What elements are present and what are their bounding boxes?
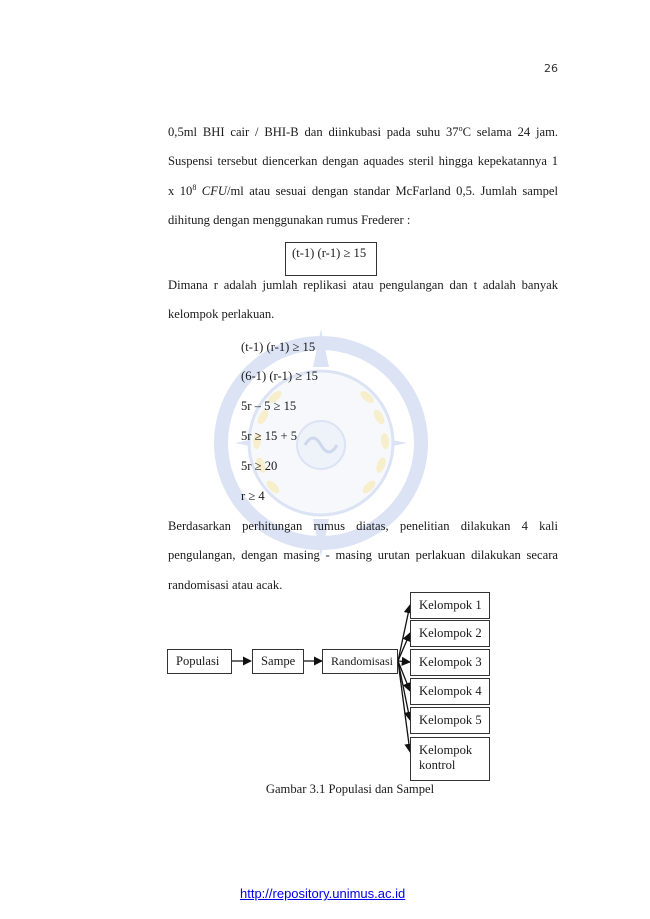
paragraph-line: Berdasarkan perhitungan rumus diatas, pe… [168,519,558,533]
box-kelompok-kontrol-line2: kontrol [419,758,456,772]
paragraph-line: x 108 CFU/ml atau sesuai dengan standar … [168,182,559,198]
arrow-to-kelompok-5 [397,660,413,721]
repository-link[interactable]: http://repository.unimus.ac.id [240,886,406,901]
paragraph-result: Berdasarkan perhitungan rumus diatas, pe… [168,512,558,600]
paragraph-line: randomisasi atau acak. [168,577,283,592]
arrow-to-kelompok-1 [397,604,413,662]
arrow-to-kelompok-kontrol [397,660,414,753]
calc-step-2: (6-1) (r-1) ≥ 15 [241,369,318,383]
box-kelompok-4: Kelompok 4 [410,678,490,705]
box-kelompok-kontrol: Kelompok kontrol [410,737,490,781]
paragraph-line: dihitung dengan menggunakan rumus Freder… [168,213,411,228]
arrow-to-kelompok-4 [397,660,412,692]
calc-step-1: (t-1) (r-1) ≥ 15 [241,340,316,354]
paragraph-line: Dimana r adalah jumlah replikasi atau pe… [168,278,558,292]
paragraph-line: Suspensi tersebut diencerkan dengan aqua… [168,154,558,169]
wreath-icon [252,391,390,494]
arrow-to-kelompok-2 [397,632,411,662]
box-kelompok-2: Kelompok 2 [410,620,490,647]
calc-step-5: 5r ≥ 20 [241,459,278,473]
figure-caption: Gambar 3.1 Populasi dan Sampel [265,782,435,796]
university-seal-watermark [214,329,428,557]
box-kelompok-1: Kelompok 1 [410,592,490,619]
paragraph-method: 0,5ml BHI cair / BHI-B dan diinkubasi pa… [168,118,558,236]
calc-step-6: r ≥ 4 [241,489,265,503]
calc-step-4: 5r ≥ 15 + 5 [241,429,297,443]
box-sampe: Sampe [252,649,304,674]
arrow-to-kelompok-3 [397,656,411,666]
paragraph-line: pengulangan, dengan masing - masing urut… [168,548,558,563]
box-kelompok-5: Kelompok 5 [410,707,490,734]
federer-formula-box: (t-1) (r-1) ≥ 15 [285,242,377,276]
box-randomisasi: Randomisasi [322,649,398,674]
box-kelompok-kontrol-line1: Kelompok [419,743,473,757]
page-number: 26 [544,62,558,75]
box-populasi: Populasi [167,649,232,674]
box-kelompok-3: Kelompok 3 [410,649,490,676]
paragraph-line: 0,5ml BHI cair / BHI-B dan diinkubasi pa… [168,124,559,140]
paragraph-definition: Dimana r adalah jumlah replikasi atau pe… [168,271,558,330]
paragraph-line: kelompok perlakuan. [168,307,275,322]
calc-step-3: 5r – 5 ≥ 15 [241,399,297,413]
